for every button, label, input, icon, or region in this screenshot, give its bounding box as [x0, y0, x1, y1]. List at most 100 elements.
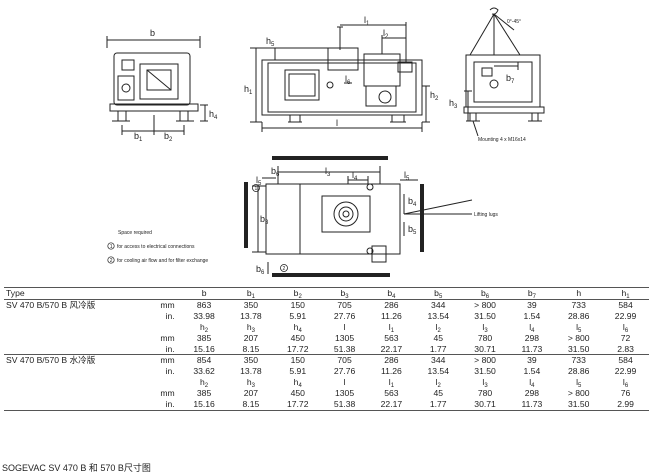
value-cell: 17.72 [274, 343, 322, 356]
symbol: l [435, 377, 438, 388]
legend-1-text: for access to electrical connections [117, 244, 195, 250]
unit-cell: in. [165, 366, 175, 377]
symbol: h [293, 321, 299, 332]
dim-b3: b3 [260, 214, 269, 226]
symbol-index: 2 [298, 294, 302, 300]
symbol: b [293, 288, 299, 298]
column-header: l1 [368, 321, 415, 334]
value-cell: 298 [524, 388, 540, 399]
value-cell: 11.26 [380, 310, 402, 321]
symbol-index: 3 [484, 383, 488, 390]
unit-cell: in. [129, 399, 181, 411]
value-cell: 31.50 [474, 310, 496, 321]
symbol: l [576, 377, 578, 388]
value-cell: 45 [433, 332, 443, 343]
dimension-drawing: b b1 b2 h4 h5 l1 l2 l6 h1 h [106, 7, 545, 277]
value-cell: 1.54 [523, 366, 541, 377]
unit-cell: mm [160, 299, 175, 310]
column-header: h2 [181, 321, 228, 334]
symbol: b [246, 288, 252, 298]
value-cell: 39 [508, 354, 556, 367]
value-cell: 22.99 [614, 366, 637, 377]
type-cell [4, 333, 130, 344]
column-header: h1 [602, 287, 649, 300]
dim-l3: l3 [325, 166, 331, 178]
marker-2-icon [280, 264, 288, 272]
value-cell: 733 [555, 354, 603, 367]
column-header: b2 [274, 287, 322, 300]
value-cell: 17.72 [274, 399, 322, 411]
value-cell: 286 [367, 354, 415, 367]
value-cell: 563 [384, 388, 399, 399]
value-cell: 1.77 [414, 343, 462, 356]
value-cell: 8.15 [227, 343, 275, 356]
value-cell: 11.73 [508, 399, 556, 411]
dim-l6: l6 [345, 74, 351, 86]
dim-h1: h1 [244, 84, 253, 96]
value-cell: 584 [618, 299, 633, 310]
legend-2-icon [107, 256, 115, 264]
symbol: b [340, 288, 346, 298]
value-cell: 15.16 [180, 399, 228, 411]
value-cell: 51.38 [321, 399, 368, 411]
value-cell: 13.78 [240, 366, 262, 377]
dim-b5: b5 [408, 224, 417, 236]
column-header: l6 [602, 377, 649, 389]
dim-b7: b7 [506, 73, 515, 85]
symbol-index: 3 [251, 327, 255, 334]
symbol-index: 1 [390, 383, 395, 390]
symbol: l [529, 321, 532, 332]
value-cell: 350 [227, 354, 275, 367]
type-cell [4, 311, 130, 322]
symbol-index: 2 [204, 383, 209, 390]
type-cell: SV 470 B/570 B 风冷版 [6, 299, 96, 310]
symbol: h [621, 288, 627, 298]
symbol-index: 4 [392, 294, 396, 300]
marker-2-label: 2 [283, 266, 286, 272]
column-header: b3 [321, 287, 368, 300]
legend-1-icon [107, 242, 115, 250]
symbol: h [200, 321, 205, 332]
symbol: h [246, 321, 252, 332]
type-header: Type [4, 287, 130, 300]
dim-l1: l1 [364, 15, 370, 27]
unit-cell [130, 322, 181, 333]
column-header: l5 [555, 322, 602, 334]
value-cell: 563 [384, 332, 399, 343]
value-cell: > 800 [567, 332, 590, 343]
value-cell: 30.71 [461, 399, 509, 411]
dim-l: l [336, 118, 338, 128]
symbol-index: 4 [531, 327, 535, 334]
symbol-index: 4 [298, 383, 302, 390]
value-cell: > 800 [474, 299, 496, 310]
symbol: l [388, 377, 391, 388]
symbol-index: 2 [437, 383, 441, 390]
value-cell: 11.73 [508, 343, 556, 356]
column-header: b7 [508, 287, 556, 300]
value-cell: 45 [433, 388, 443, 399]
column-header: l5 [555, 377, 602, 389]
symbol: l [388, 321, 391, 332]
value-cell: 150 [290, 299, 305, 310]
dim-b2: b2 [164, 131, 173, 143]
value-cell: 27.76 [333, 366, 356, 377]
value-cell: 5.91 [289, 366, 307, 377]
symbol-index: 6 [624, 327, 629, 334]
value-cell: 150 [274, 354, 322, 367]
symbol-index: 1 [390, 327, 395, 334]
unit-cell: mm [160, 332, 175, 343]
column-header: b1 [227, 287, 275, 300]
type-cell: SV 470 B/570 B 水冷版 [4, 354, 130, 367]
value-cell: 1305 [335, 388, 355, 399]
type-cell [4, 322, 130, 333]
space-legend: Space required 1 for access to electrica… [107, 230, 208, 264]
value-cell: 13.78 [240, 310, 262, 321]
value-cell: 30.71 [461, 343, 509, 356]
value-cell: 1305 [335, 332, 355, 343]
symbol: l [529, 377, 532, 388]
angle-label: 0°-45° [507, 19, 521, 25]
